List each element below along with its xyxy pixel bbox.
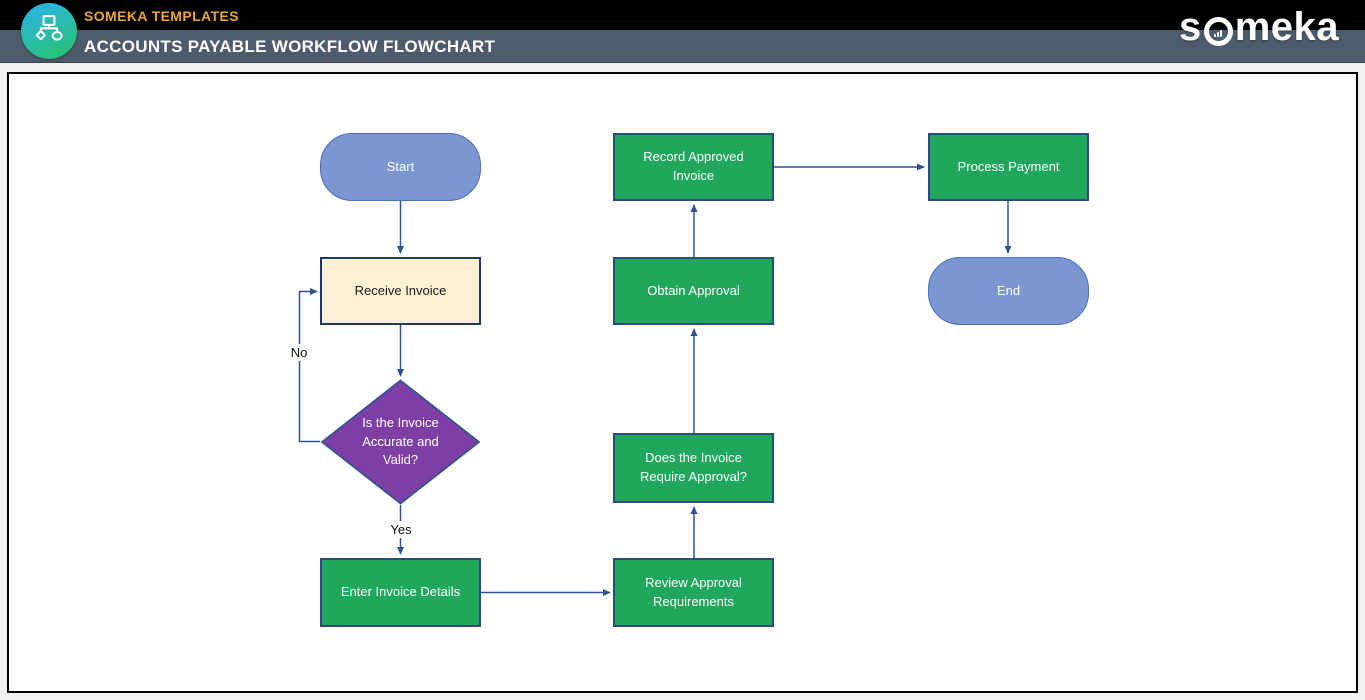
edge-label-yes: Yes	[385, 521, 417, 538]
node-invoice-accurate-decision-label: Is the Invoice Accurate and Valid?	[362, 415, 439, 468]
node-receive-invoice-label: Receive Invoice	[354, 282, 447, 298]
node-obtain-approval-label: Obtain Approval	[647, 282, 740, 298]
node-obtain-approval[interactable]: Obtain Approval	[613, 257, 774, 325]
node-does-invoice-require-approval[interactable]: Does the Invoice Require Approval?	[613, 433, 774, 503]
page-title: ACCOUNTS PAYABLE WORKFLOW FLOWCHART	[84, 37, 496, 56]
node-review-approval-requirements[interactable]: Review Approval Requirements	[613, 558, 774, 627]
node-process-payment-label: Process Payment	[957, 158, 1060, 174]
node-receive-invoice[interactable]: Receive Invoice	[320, 257, 481, 325]
node-enter-invoice-details[interactable]: Enter Invoice Details	[320, 558, 481, 627]
node-process-payment[interactable]: Process Payment	[928, 133, 1089, 201]
header-bottom-bar	[0, 30, 1365, 63]
node-start[interactable]: Start	[320, 133, 481, 201]
connector-decision-no-loop	[298, 288, 320, 443]
flowchart-icon	[30, 10, 68, 53]
node-record-approved-invoice-label: Record Approved Invoice	[643, 149, 744, 183]
node-end-label: End	[996, 282, 1021, 298]
node-enter-invoice-details-label: Enter Invoice Details	[340, 584, 461, 600]
app-header: SOMEKA TEMPLATES ACCOUNTS PAYABLE WORKFL…	[0, 0, 1365, 63]
edge-label-no: No	[284, 344, 314, 361]
node-record-approved-invoice[interactable]: Record Approved Invoice	[613, 133, 774, 201]
someka-o-chart-icon	[1203, 16, 1233, 46]
wordmark-post: meka	[1234, 5, 1339, 49]
wordmark-pre: s	[1178, 5, 1202, 49]
node-review-approval-requirements-label: Review Approval Requirements	[645, 574, 742, 609]
node-invoice-accurate-decision[interactable]: Is the Invoice Accurate and Valid?	[320, 379, 481, 505]
decision-diamond-shape	[320, 379, 481, 505]
node-does-invoice-require-approval-label: Does the Invoice Require Approval?	[640, 450, 747, 484]
node-start-label: Start	[386, 158, 415, 174]
brand-text: SOMEKA TEMPLATES	[84, 8, 239, 24]
someka-logo-badge	[21, 3, 77, 59]
header-top-bar	[0, 0, 1365, 30]
node-end[interactable]: End	[928, 257, 1089, 325]
